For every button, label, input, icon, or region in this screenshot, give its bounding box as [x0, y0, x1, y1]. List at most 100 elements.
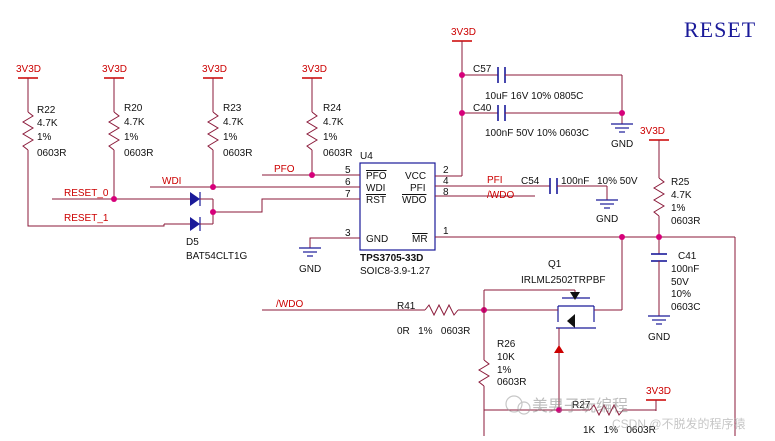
schematic-title: RESET [684, 17, 756, 42]
ref-label: R20 [124, 103, 143, 114]
net-label-pfo: PFO [274, 164, 295, 175]
ref-label: U4 [360, 151, 373, 162]
ref-label: R22 [37, 105, 56, 116]
gnd-label: GND [648, 332, 670, 343]
power-3v3d-r25: 3V3D [640, 126, 669, 178]
capacitor-c54: C54 100nF 10% 50V GND [521, 176, 638, 225]
power-label: 3V3D [202, 64, 227, 75]
package-label: 0603R [37, 148, 66, 159]
power-3v3d-r27: 3V3D [646, 386, 671, 411]
gnd-label: GND [611, 139, 633, 150]
pin-name-gnd: GND [366, 234, 388, 245]
watermark: 美男子玩编程 CSDN @不脱发的程序猿 [505, 395, 746, 431]
part-label: TPS3705-33D [360, 253, 423, 264]
package-label: 0603R [497, 377, 526, 388]
pin-number: 8 [443, 187, 449, 198]
ref-label: R26 [497, 339, 516, 350]
net-wdi: WDI [150, 176, 340, 188]
net-reset0: RESET_0 [52, 188, 190, 200]
spec-label: 0R 1% 0603R [397, 326, 470, 337]
gnd-label: GND [596, 214, 618, 225]
pin-number: 2 [443, 165, 449, 176]
power-3v3d-r23: 3V3D [202, 64, 227, 112]
value-label: 10K [497, 352, 515, 363]
spec-label: 1K 1% 0603R [583, 425, 656, 436]
tolerance-label: 1% [671, 203, 686, 214]
ref-label: C40 [473, 103, 492, 114]
net-reset1: RESET_1 [27, 212, 190, 227]
resistor-r23: R23 4.7K 1% 0603R [207, 103, 252, 187]
gnd-decoupling: GND [611, 75, 633, 150]
spec-label: 10uF 16V 10% 0805C [485, 91, 583, 102]
resistor-r26: R26 10K 1% 0603R [478, 310, 526, 436]
watermark-brand: 美男子玩编程 [532, 397, 628, 415]
voltage-label: 50V [671, 277, 689, 288]
value-label: 4.7K [671, 190, 692, 201]
net-wdo-lower: /WDO [262, 299, 425, 311]
power-label: 3V3D [302, 64, 327, 75]
value-label: 100nF [561, 176, 589, 187]
resistor-r27: R27 1K 1% 0603R [572, 400, 656, 436]
pin-number: 6 [345, 177, 351, 188]
net-label-wdo: /WDO [487, 190, 514, 201]
part-label: BAT54CLT1G [186, 251, 248, 262]
package-label: 0603R [223, 148, 252, 159]
pin-number: 5 [345, 165, 351, 176]
package-label: 0603R [671, 216, 700, 227]
diode-d5: D5 BAT54CLT1G [186, 192, 340, 262]
tolerance-label: 1% [223, 132, 238, 143]
ref-label: C57 [473, 64, 492, 75]
pin-number: 1 [443, 226, 449, 237]
gnd-ic: GND [299, 237, 340, 275]
junction-dot [459, 110, 465, 116]
gnd-label: GND [299, 264, 321, 275]
value-label: 4.7K [323, 117, 344, 128]
ref-label: R24 [323, 103, 342, 114]
wechat-icon [505, 395, 523, 413]
spec-label: 100nF 50V 10% 0603C [485, 128, 589, 139]
tolerance-label: 1% [497, 365, 512, 376]
ref-label: C54 [521, 176, 540, 187]
capacitor-c41: C41 100nF 50V 10% 0603C GND [648, 251, 700, 343]
junction-dot [111, 196, 117, 202]
power-3v3d-r20: 3V3D [102, 64, 127, 112]
watermark-sub: CSDN @不脱发的程序猿 [612, 416, 746, 431]
pin-number: 4 [443, 176, 449, 187]
ref-label: R41 [397, 301, 416, 312]
value-label: 100nF [671, 264, 699, 275]
package-label: 0603R [323, 148, 352, 159]
pin-name-mr: MR [412, 234, 428, 245]
pin-number: 7 [345, 189, 351, 200]
resistor-r20: R20 4.7K 1% 0603R [108, 103, 153, 199]
capacitor-c57: C57 10uF 16V 10% 0805C [462, 64, 622, 102]
junction-dot [210, 209, 216, 215]
pin-name-pfo: PFO [366, 171, 387, 182]
value-label: 4.7K [124, 117, 145, 128]
net-label-wdi: WDI [162, 176, 181, 187]
power-label: 3V3D [102, 64, 127, 75]
junction-dot [309, 172, 315, 178]
ref-label: C41 [678, 251, 697, 262]
pin-name-wdi: WDI [366, 183, 385, 194]
pin-name-wdo: WDO [402, 195, 427, 206]
pin-name-rst: RST [366, 195, 386, 206]
power-3v3d-r24: 3V3D [302, 64, 327, 112]
junction-dot [619, 110, 625, 116]
value-label: 4.7K [223, 117, 244, 128]
spec-label: 10% 50V [597, 176, 638, 187]
power-label: 3V3D [16, 64, 41, 75]
junction-dot [656, 234, 662, 240]
package-label: 0603R [124, 148, 153, 159]
junction-dot [556, 407, 562, 413]
resistor-r25: R25 4.7K 1% 0603R [653, 177, 700, 254]
pin-name-pfi: PFI [410, 183, 426, 194]
power-label: 3V3D [646, 386, 671, 397]
net-label-reset0: RESET_0 [64, 188, 109, 199]
junction-dot [459, 72, 465, 78]
ref-label: R27 [572, 400, 591, 411]
resistor-r41: R41 0R 1% 0603R [397, 301, 558, 337]
net-label-pfi: PFI [487, 175, 503, 186]
tolerance-label: 1% [37, 132, 52, 143]
